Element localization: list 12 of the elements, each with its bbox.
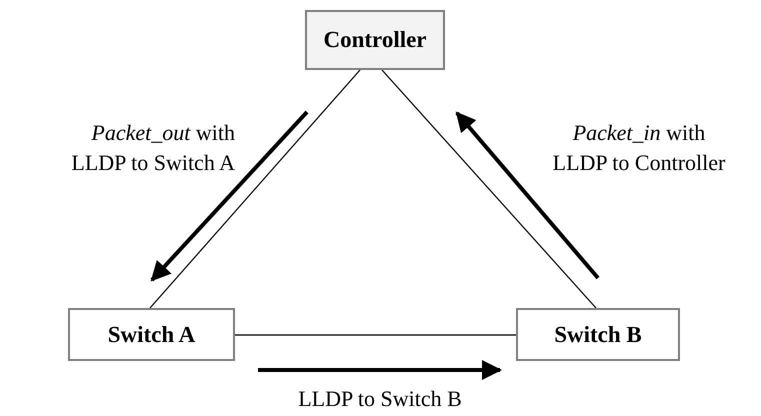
connector-line <box>382 70 596 308</box>
switch-box <box>516 308 680 361</box>
switch-box <box>68 308 235 361</box>
annotation-text: LLDP to Switch B <box>297 385 463 413</box>
node-label: Switch B <box>554 322 642 348</box>
controller-box <box>305 10 445 70</box>
annotation-text: Packet_out with LLDP to Switch A <box>70 119 235 177</box>
annotation-text: Packet_in with LLDP to Controller <box>552 119 726 177</box>
node-label: Switch A <box>108 322 196 348</box>
connector-line <box>235 334 516 336</box>
connector-line <box>150 70 360 308</box>
node-label: Controller <box>323 27 427 53</box>
